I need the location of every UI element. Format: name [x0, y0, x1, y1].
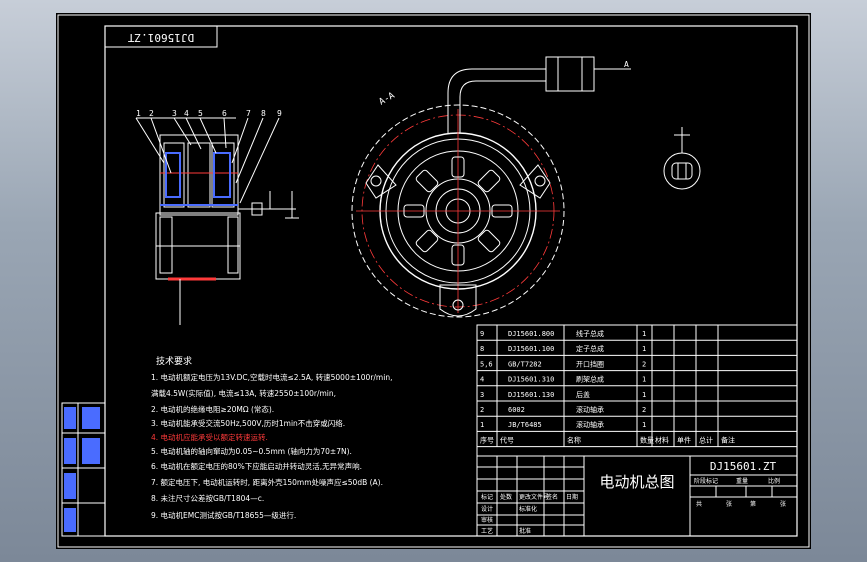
- drawing-canvas: DJ15601.ZT: [57, 14, 810, 548]
- tb-count: 处数: [500, 493, 512, 501]
- bom-cell-code: DJ15601.130: [508, 391, 554, 399]
- motor-front-view: A-A A: [351, 56, 631, 318]
- view-label-section: A-A: [378, 91, 398, 108]
- balloon-2: 2: [149, 109, 154, 118]
- balloon-4: 4: [184, 109, 189, 118]
- motor-section-view: [136, 117, 299, 325]
- note-6: 6. 电动机在额定电压的80%下应能启动并转动灵活,无异常声响.: [151, 461, 362, 471]
- tb-approve: 批准: [519, 527, 531, 535]
- note-8: 8. 未注尺寸公差按GB/T1804—c.: [151, 493, 264, 503]
- tb-stage: 阶段标记: [694, 477, 718, 485]
- bom-cell-name: 滚动轴承: [576, 420, 604, 429]
- bom-cell-name: 刷架总成: [576, 375, 604, 384]
- bom-header-cell: 序号: [480, 435, 494, 444]
- drawing-code: DJ15601.ZT: [710, 460, 777, 473]
- bom-cell-qty: 1: [642, 391, 646, 399]
- balloon-5: 5: [198, 109, 203, 118]
- bom-cell-no: 1: [480, 421, 484, 429]
- tb-change: 更改文件号: [519, 493, 549, 501]
- bom-cell-name: 开口挡圈: [576, 359, 604, 368]
- note-3: 3. 电动机能承受交流50Hz,500V,历时1min不击穿或闪络.: [151, 418, 345, 428]
- note-1: 1. 电动机额定电压为13V.DC,空载时电流≤2.5A, 转速5000±100…: [151, 372, 392, 382]
- balloon-6: 6: [222, 109, 227, 118]
- view-label-A: A: [624, 60, 629, 69]
- bom-cell-qty: 1: [642, 345, 646, 353]
- tb-sign: 签名: [546, 493, 558, 501]
- bom-cell-code: DJ15601.100: [508, 345, 554, 353]
- note-2: 2. 电动机的绝缘电阻≥20MΩ (常态).: [151, 404, 274, 414]
- part-balloons: 1 2 3 4 5 6 7 8 9: [135, 109, 282, 204]
- code-top-text: DJ15601.ZT: [128, 31, 195, 44]
- bom-table: 9 DJ15601.800 线子总成 1 8 DJ15601.100 定子总成 1 5,6 GB/…: [476, 324, 798, 457]
- bom-header-cell: 总计: [699, 435, 713, 444]
- note-7: 7. 额定电压下, 电动机运转时, 距离外壳150mm处噪声应≤50dB (A)…: [151, 477, 383, 487]
- bom-cell-qty: 1: [642, 421, 646, 429]
- bom-cell-no: 3: [480, 391, 484, 399]
- bom-cell-qty: 1: [642, 376, 646, 384]
- bom-cell-name: 定子总成: [576, 344, 604, 353]
- bom-header-cell: 名称: [567, 435, 581, 444]
- bom-header-cell: 数量: [640, 435, 654, 444]
- note-5: 5. 电动机轴的轴向窜动为0.05~0.5mm (轴向力为70±7N).: [151, 446, 352, 456]
- bom-cell-no: 8: [480, 345, 484, 353]
- bom-cell-qty: 2: [642, 360, 646, 368]
- bom-cell-qty: 2: [642, 406, 646, 414]
- tb-sheet: 张: [780, 500, 786, 508]
- drawing-sheet: DJ15601.ZT: [56, 13, 811, 549]
- tb-scale: 比例: [768, 477, 780, 485]
- note-4: 4. 电动机应能承受以额定转速运转.: [151, 432, 268, 442]
- bom-cell-no: 9: [480, 330, 484, 338]
- balloon-1: 1: [136, 109, 141, 118]
- bom-cell-name: 线子总成: [576, 329, 604, 338]
- bom-cell-code: 6002: [508, 406, 525, 414]
- connector-detail-view: [663, 127, 701, 190]
- bom-header-cell: 备注: [721, 435, 735, 444]
- tb-weight: 重量: [736, 477, 748, 485]
- inner-border: [104, 25, 798, 537]
- bom-cell-no: 4: [480, 376, 484, 384]
- balloon-9: 9: [277, 109, 282, 118]
- bom-cell-code: DJ15601.310: [508, 376, 554, 384]
- balloon-3: 3: [172, 109, 177, 118]
- bom-cell-qty: 1: [642, 330, 646, 338]
- tb-design: 设计: [481, 505, 493, 513]
- note-9: 9. 电动机EMC测试按GB/T18655—级进行.: [151, 510, 296, 520]
- balloon-8: 8: [261, 109, 266, 118]
- bom-header-cell: 单件: [677, 435, 691, 444]
- tb-review: 审核: [481, 516, 493, 524]
- tb-sheetno: 第: [750, 500, 756, 508]
- drawing-title: 电动机总图: [599, 473, 674, 491]
- left-binding-strip: [61, 402, 106, 537]
- notes-title: 技术要求: [156, 355, 192, 367]
- bom-cell-name: 滚动轴承: [576, 405, 604, 414]
- bom-cell-code: GB/T7282: [508, 360, 542, 368]
- bom-cell-name: 后盖: [576, 390, 590, 399]
- bom-header-cell: 代号: [500, 435, 514, 444]
- bom-cell-code: JB/T6485: [508, 421, 542, 429]
- tb-standard: 标准化: [519, 505, 537, 513]
- code-box-top: [104, 25, 218, 48]
- tb-process: 工艺: [481, 527, 493, 535]
- tb-mark: 标记: [481, 493, 493, 501]
- bom-cell-code: DJ15601.800: [508, 330, 554, 338]
- tb-sheets: 张: [726, 500, 732, 508]
- bom-cell-no: 5,6: [480, 360, 493, 368]
- technical-notes: 技术要求 1. 电动机额定电压为13V.DC,空载时电流≤2.5A, 转速500…: [151, 355, 392, 520]
- note-1b: 满载4.5W(实际值), 电流≤13A, 转速2550±100r/min,: [151, 388, 336, 398]
- outer-border: [57, 14, 810, 548]
- bom-header-cell: 材料: [655, 435, 669, 444]
- title-block: 电动机总图 DJ15601.ZT 标记 处数 更改文件号 签名 日期 设计 标准…: [476, 455, 798, 537]
- balloon-7: 7: [246, 109, 251, 118]
- bom-cell-no: 2: [480, 406, 484, 414]
- tb-date: 日期: [566, 493, 578, 501]
- tb-total: 共: [696, 500, 702, 508]
